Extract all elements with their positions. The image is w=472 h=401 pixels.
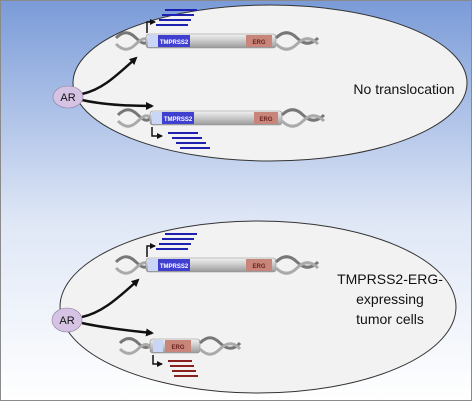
- transcripts-tmprss2: [156, 9, 197, 26]
- tmprss2-promoter: [148, 35, 158, 47]
- tmprss2-gene: [158, 35, 190, 47]
- transcription-start-arrow: [146, 19, 156, 33]
- erg-gene: [165, 340, 191, 352]
- gene-label-erg: ERG: [259, 117, 272, 123]
- erg-gene: [246, 35, 272, 47]
- caption-line-1: TMPRSS2-ERG-: [337, 271, 443, 287]
- chromosome-upper: TMPRSS2 ERG: [114, 255, 320, 275]
- chromosome-fusion: ERG: [118, 336, 242, 356]
- tmprss2-gene: [162, 112, 194, 124]
- transcripts-tmprss2: [156, 233, 197, 250]
- gene-label-tmprss2: TMPRSS2: [164, 117, 193, 123]
- gene-label-tmprss2: TMPRSS2: [160, 264, 189, 270]
- chromosome-upper: TMPRSS2 ERG: [114, 31, 320, 51]
- ar-binding-arrow-lower: [81, 98, 154, 110]
- erg-gene: [246, 259, 272, 271]
- panel-tmprss2-erg: TMPRSS2 ERG ERG: [51, 220, 457, 394]
- ar-binding-arrow-upper: [81, 56, 138, 96]
- transcripts-erg: [168, 360, 198, 377]
- tmprss2-promoter: [152, 112, 162, 124]
- panel-no-translocation: TMPRSS2 ERG TMPRSS2 ERG: [52, 4, 468, 162]
- tmprss2-promoter: [153, 340, 163, 352]
- cell-nucleus: [59, 220, 457, 394]
- ar-binding-arrow-lower: [81, 321, 154, 337]
- caption-no-translocation: No translocation: [353, 81, 454, 97]
- gene-label-erg: ERG: [252, 40, 265, 46]
- ar-label: AR: [60, 92, 75, 104]
- transcription-start-arrow: [146, 243, 156, 257]
- ar-binding-arrow-upper: [81, 278, 140, 319]
- gene-label-erg: ERG: [171, 345, 184, 351]
- androgen-receptor: [52, 85, 84, 109]
- transcription-start-arrow: [151, 127, 163, 139]
- transcripts-tmprss2: [168, 132, 210, 149]
- gene-label-erg: ERG: [252, 264, 265, 270]
- caption-line-3: tumor cells: [356, 311, 424, 327]
- transcription-start-arrow: [152, 355, 163, 367]
- caption-tmprss2-erg: TMPRSS2-ERG- expressing tumor cells: [337, 271, 443, 327]
- ar-label: AR: [59, 315, 74, 327]
- tmprss2-promoter: [148, 259, 158, 271]
- caption-line-2: expressing: [356, 291, 424, 307]
- gene-label-tmprss2: TMPRSS2: [160, 40, 189, 46]
- tmprss2-gene: [158, 259, 190, 271]
- chromosome-lower: TMPRSS2 ERG: [116, 108, 326, 128]
- erg-gene: [254, 112, 278, 124]
- androgen-receptor: [51, 307, 83, 333]
